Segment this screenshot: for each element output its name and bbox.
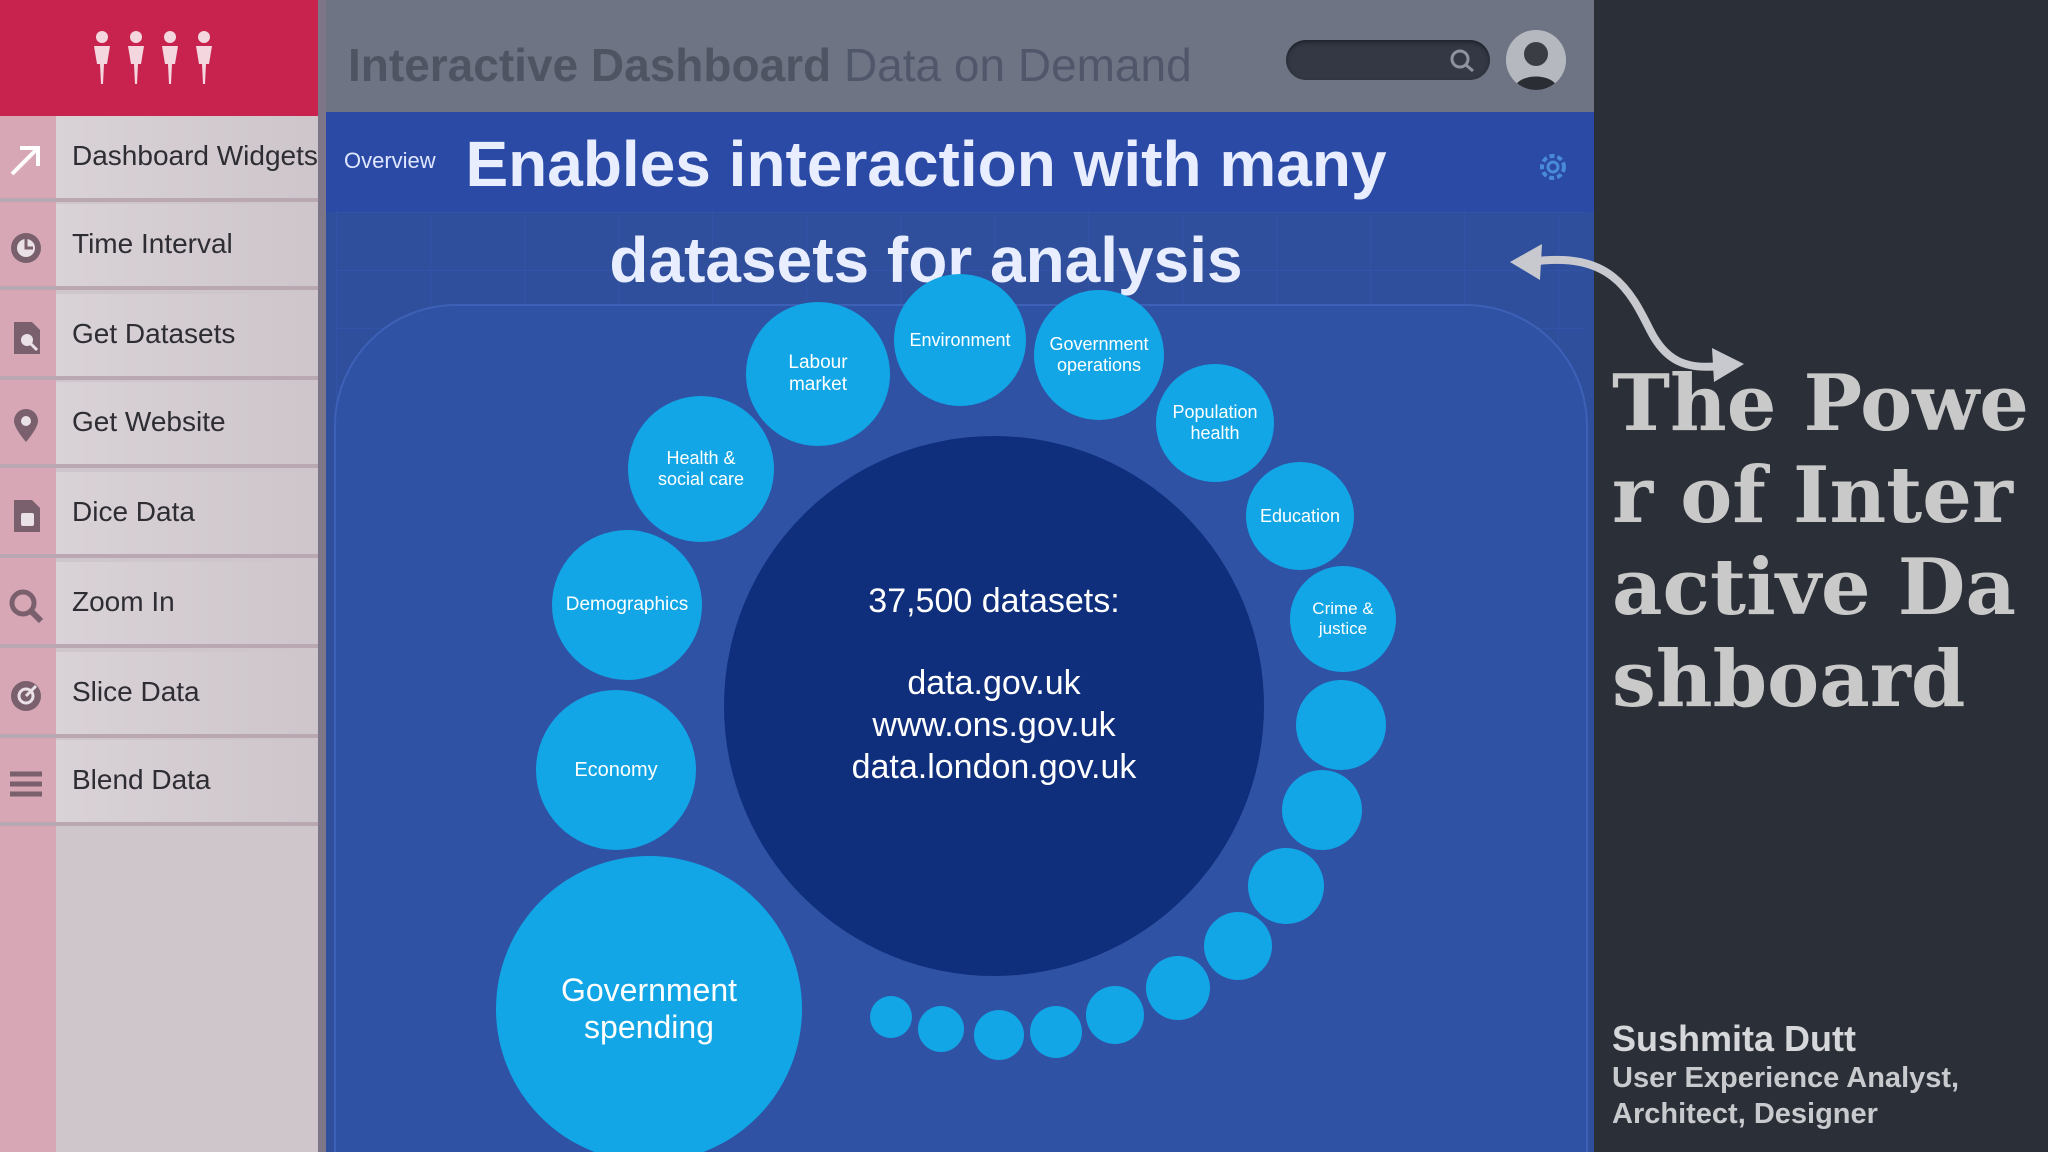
headline-line-1: Enables interaction with many xyxy=(465,128,1387,200)
source-data-london-gov-uk: data.london.gov.uk xyxy=(851,748,1137,786)
bubble-label: Labour market xyxy=(788,352,848,395)
sidebar-item-zoom-in[interactable]: Zoom In xyxy=(0,562,322,648)
person-icon xyxy=(94,31,110,84)
bubble-label: Government spending xyxy=(560,972,738,1045)
user-photo-icon xyxy=(1506,30,1566,90)
sidebar-item-slice-data[interactable]: Slice Data xyxy=(0,652,322,738)
bubble-small[interactable] xyxy=(1282,770,1362,850)
bubble-population-health[interactable]: Population health xyxy=(1156,364,1274,482)
slide-title: The Power of Interactive Dashboard xyxy=(1612,358,2029,725)
sidebar-item-label: Slice Data xyxy=(72,676,200,707)
bubble-small[interactable] xyxy=(870,996,912,1038)
zoom-icon xyxy=(9,589,44,624)
arrow-up-right-icon xyxy=(10,146,40,176)
document-search-icon xyxy=(14,322,40,354)
person-icon xyxy=(128,31,144,84)
bubble-label: Education xyxy=(1259,505,1341,526)
bubble-small[interactable] xyxy=(1296,680,1386,770)
bubble-label: Population health xyxy=(1172,402,1258,443)
source-ons-gov-uk: www.ons.gov.uk xyxy=(872,706,1116,744)
bubble-small[interactable] xyxy=(974,1010,1024,1060)
author-name: Sushmita Dutt xyxy=(1612,1018,1857,1059)
bubble-labour-market[interactable]: Labour market xyxy=(746,302,890,446)
bubble-government-operations[interactable]: Government operations xyxy=(1034,290,1164,420)
person-icon xyxy=(162,31,178,84)
sidebar-item-get-website[interactable]: Get Website xyxy=(0,382,322,468)
bubble-environment[interactable]: Environment xyxy=(894,274,1026,406)
search-input[interactable] xyxy=(1286,40,1490,80)
sidebar-divider xyxy=(318,0,326,1152)
curved-arrow-icon xyxy=(1510,244,1744,382)
bubble-label: Economy xyxy=(574,758,658,781)
headline: Enables interaction with many datasets f… xyxy=(426,116,1426,308)
dice-document-icon xyxy=(14,500,40,532)
search-icon[interactable] xyxy=(1446,46,1480,74)
bubble-small[interactable] xyxy=(1146,956,1210,1020)
datasets-count: 37,500 datasets: xyxy=(868,582,1120,620)
sidebar-item-label: Time Interval xyxy=(72,228,233,259)
sidebar-item-label: Dashboard Widgets xyxy=(72,140,318,171)
sidebar-item-label: Dice Data xyxy=(72,496,195,527)
bubble-crime-justice[interactable]: Crime & justice xyxy=(1290,566,1396,672)
bubble-small[interactable] xyxy=(1248,848,1324,924)
bubble-small[interactable] xyxy=(918,1006,964,1052)
dashboard-title-subtitle: Data on Demand xyxy=(843,39,1192,91)
sidebar-item-dashboard-widgets[interactable]: Dashboard Widgets xyxy=(0,116,322,202)
bubble-government-spending[interactable]: Government spending xyxy=(496,856,802,1152)
bubble-small[interactable] xyxy=(1030,1006,1082,1058)
author-role: User Experience Analyst, Architect, Desi… xyxy=(1612,1062,1960,1130)
bubble-economy[interactable]: Economy xyxy=(536,690,696,850)
tab-overview[interactable]: Overview xyxy=(344,148,436,173)
sidebar-item-get-datasets[interactable]: Get Datasets xyxy=(0,294,322,380)
dashboard-title: Interactive Dashboard Data on Demand xyxy=(348,38,1192,92)
tab-bar: Overview xyxy=(326,112,1594,212)
menu-lines-icon xyxy=(10,771,42,797)
datasets-center-circle[interactable] xyxy=(724,436,1264,976)
clock-icon xyxy=(11,233,41,263)
sidebar-item-label: Zoom In xyxy=(72,586,175,617)
dashboard-main: Interactive Dashboard Data on Demand Ove… xyxy=(326,0,1594,1152)
slice-icon xyxy=(11,681,41,711)
logo-bar xyxy=(0,0,322,116)
sidebar-item-dice-data[interactable]: Dice Data xyxy=(0,472,322,558)
bubble-label: Demographics xyxy=(565,594,689,616)
location-pin-icon xyxy=(14,409,38,442)
sidebar-item-blend-data[interactable]: Blend Data xyxy=(0,740,322,826)
avatar[interactable] xyxy=(1506,30,1566,90)
bubble-small[interactable] xyxy=(1204,912,1272,980)
gear-icon[interactable] xyxy=(1536,150,1570,184)
bubble-label: Crime & justice xyxy=(1312,599,1374,638)
bubble-demographics[interactable]: Demographics xyxy=(552,530,702,680)
dashboard-title-bold: Interactive Dashboard xyxy=(348,39,832,91)
title-panel: The Power of Interactive Dashboard Sushm… xyxy=(1594,0,2048,1152)
sidebar-item-time-interval[interactable]: Time Interval xyxy=(0,204,322,290)
sidebar: Dashboard Widgets Time Interval Get Data… xyxy=(0,0,326,1152)
bubble-education[interactable]: Education xyxy=(1246,462,1354,570)
bubble-health-social-care[interactable]: Health & social care xyxy=(628,396,774,542)
sidebar-item-label: Get Datasets xyxy=(72,318,236,349)
bubble-label: Health & social care xyxy=(657,448,745,489)
bubble-small[interactable] xyxy=(1086,986,1144,1044)
sidebar-item-label: Get Website xyxy=(72,406,226,437)
bubble-label: Environment xyxy=(909,329,1011,350)
dashboard-header: Interactive Dashboard Data on Demand xyxy=(326,0,1594,112)
source-data-gov-uk: data.gov.uk xyxy=(907,664,1081,702)
bubble-label: Government operations xyxy=(1049,334,1149,375)
person-icon xyxy=(196,31,212,84)
sidebar-item-label: Blend Data xyxy=(72,764,211,795)
